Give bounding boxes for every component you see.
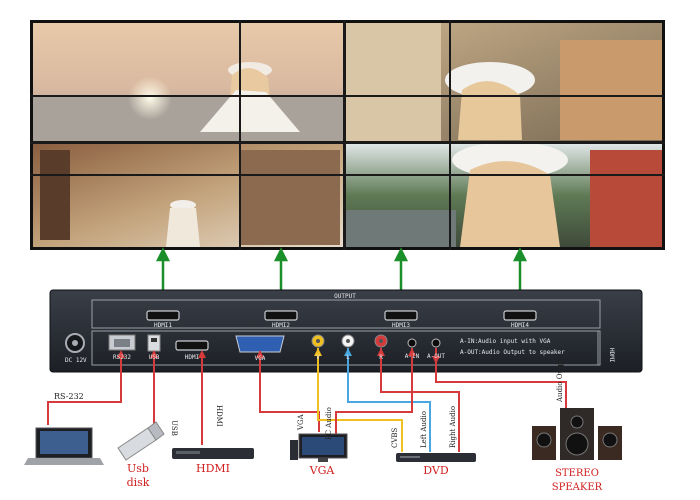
- arrow-up-icon: [512, 247, 528, 262]
- image-street-girl: [346, 23, 662, 141]
- l-label: L: [346, 354, 350, 361]
- cable-right-audio: [380, 348, 460, 452]
- hdmi-input-label: HDMI: [185, 354, 200, 361]
- cable-rs232: [47, 352, 122, 425]
- speaker-label-1: STEREO: [555, 468, 599, 479]
- output-label: OUTPUT: [334, 293, 356, 300]
- hdmi-output-label-1: HDMI1: [154, 322, 172, 329]
- a-out-label: A-OUT: [427, 353, 445, 360]
- cable-label-cvbs: CVBS: [391, 427, 399, 448]
- arrow-up-icon: [117, 350, 125, 358]
- image-park-portrait: [346, 142, 662, 247]
- arrow-up-icon: [393, 247, 409, 262]
- v-label: V: [316, 354, 320, 361]
- vga-label: VGA: [255, 355, 266, 362]
- hdmi-output-port-2[interactable]: [264, 310, 298, 321]
- hdmi-device-label: HDMI: [196, 462, 230, 475]
- usb-disk-label-2: disk: [127, 476, 150, 489]
- usb-disk-label-1: Usb: [127, 462, 149, 475]
- arrow-down-icon: [432, 356, 440, 364]
- dvd-player-icon: [396, 453, 476, 462]
- cable-label-right-audio: Right Audio: [449, 406, 457, 448]
- vga-port[interactable]: [235, 335, 285, 353]
- dvd-device-label: DVD: [423, 464, 449, 477]
- controller-panel: [49, 289, 643, 373]
- hdmi-output-label-3: HDMI3: [392, 322, 410, 329]
- side-label: HDMI: [608, 348, 615, 363]
- arrow-up-icon: [344, 348, 352, 356]
- vga-device-label: VGA: [309, 464, 336, 477]
- cable-label-left-audio: Left Audio: [420, 411, 428, 448]
- cable-pc-audio: [335, 348, 413, 436]
- arrow-up-icon: [256, 350, 264, 358]
- usb-label: USB: [149, 354, 160, 361]
- arrow-up-icon: [155, 247, 171, 262]
- cable-vga: [259, 352, 320, 432]
- cable-audio-output: [435, 348, 567, 420]
- rs232-label: RS232: [113, 354, 131, 361]
- speaker-icon: [532, 408, 622, 460]
- cable-label-hdmi: HDMI: [215, 405, 223, 427]
- vga-monitor-icon: [290, 433, 348, 462]
- note-a-in: A-IN:Audio input with VGA: [460, 338, 551, 345]
- arrow-up-icon: [314, 348, 322, 356]
- image-alley: [33, 144, 343, 247]
- laptop-icon: [24, 427, 104, 465]
- hdmi-output-label-4: HDMI4: [511, 322, 529, 329]
- hdmi-output-port-1[interactable]: [146, 310, 180, 321]
- a-in-label: A-IN: [405, 353, 420, 360]
- cable-left-audio: [347, 348, 431, 452]
- power-label: DC 12V: [65, 357, 87, 364]
- a-in-jack[interactable]: [407, 338, 417, 348]
- hdmi-output-label-2: HDMI2: [272, 322, 290, 329]
- cable-label-usb: USB: [170, 420, 178, 436]
- usb-disk-icon: [117, 421, 165, 461]
- image-beach: [33, 23, 343, 141]
- arrow-up-icon: [150, 350, 158, 358]
- a-out-jack[interactable]: [431, 338, 441, 348]
- usb-port[interactable]: [147, 334, 161, 352]
- bezel-grid: [30, 20, 665, 250]
- note-a-out: A-OUT:Audio Output to speaker: [460, 349, 565, 356]
- arrow-up-icon: [273, 247, 289, 262]
- arrow-up-icon: [198, 350, 206, 358]
- video-wall: [30, 20, 665, 250]
- arrow-up-icon: [377, 348, 385, 356]
- cable-label-vga: VGA: [297, 413, 305, 431]
- cable-cvbs: [317, 348, 403, 452]
- cable-label-rs232: RS-232: [54, 392, 84, 401]
- input-cables: [47, 348, 567, 452]
- cable-label-audio-output: Audio Output: [556, 354, 564, 403]
- hdmi-input-port[interactable]: [175, 340, 209, 351]
- r-label: R: [379, 354, 383, 361]
- hdmi-player-icon: [172, 448, 254, 459]
- cable-label-pc-audio: PC Audio: [325, 407, 333, 440]
- arrow-up-icon: [408, 348, 416, 356]
- hdmi-output-port-3[interactable]: [384, 310, 418, 321]
- hdmi-output-port-4[interactable]: [503, 310, 537, 321]
- speaker-label-2: SPEAKER: [552, 482, 603, 493]
